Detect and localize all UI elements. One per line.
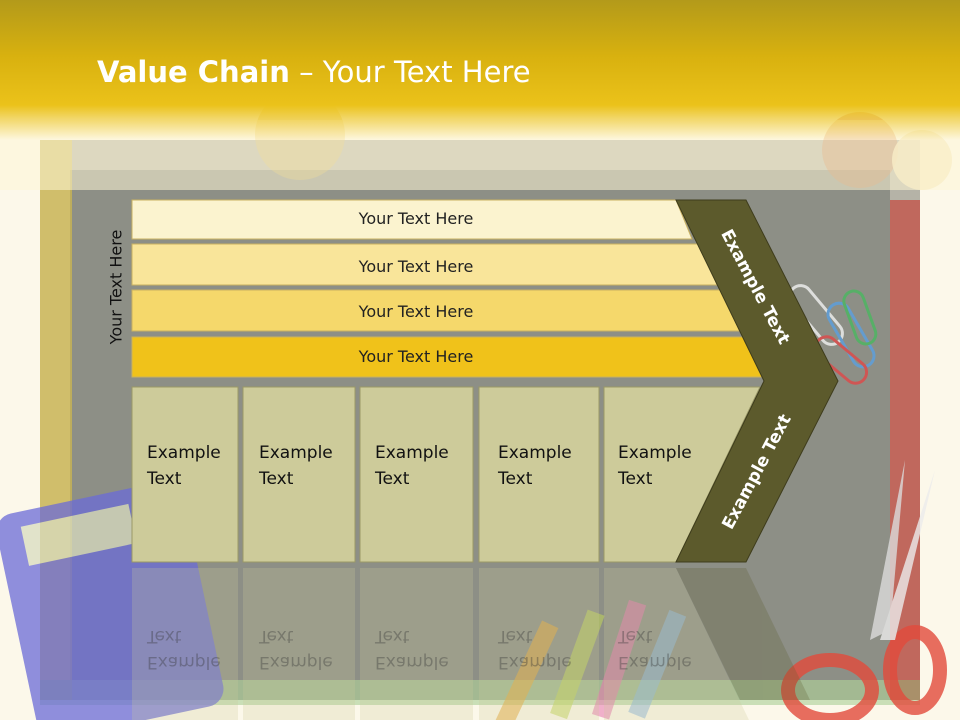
reflection-text-1: Example Text [147, 623, 221, 675]
column-reflection-4 [479, 568, 599, 720]
row-label-1: Your Text Here [358, 209, 474, 228]
reflection-1-line1: Example [147, 652, 221, 672]
reflection-text-4: Example Text [498, 623, 572, 675]
arrow-reflection [676, 568, 810, 700]
reflection-5-line2: Text [618, 626, 653, 646]
column-box-4 [478, 386, 600, 563]
column-4-line2: Text [498, 469, 533, 489]
scissors-graphic [781, 460, 947, 720]
reflection-4-line1: Example [498, 652, 572, 672]
reflection-2-line2: Text [259, 626, 294, 646]
column-box-2 [242, 386, 356, 563]
column-2-line2: Text [259, 469, 294, 489]
column-2-line1: Example [259, 443, 333, 463]
title-bar [0, 0, 960, 140]
reflection-4-line2: Text [498, 626, 533, 646]
column-1-line1: Example [147, 443, 221, 463]
title-rest: – Your Text Here [289, 55, 531, 89]
reflection-text-5: Example Text [618, 623, 692, 675]
column-box-3 [359, 386, 474, 563]
column-box-1 [131, 386, 239, 563]
chevron-arrow [675, 199, 839, 563]
crayons-graphic [495, 599, 687, 720]
column-reflection-2 [243, 568, 355, 720]
reflection-text-3: Example Text [375, 623, 449, 675]
row-label-3: Your Text Here [358, 302, 474, 321]
row-bar-1 [131, 199, 693, 240]
column-4-line1: Example [498, 443, 572, 463]
column-3-line1: Example [375, 443, 449, 463]
column-reflection-1 [132, 568, 238, 720]
reflection-5-line1: Example [618, 652, 692, 672]
page-title: Value Chain – Your Text Here [97, 55, 531, 89]
reflection-3-line2: Text [375, 626, 410, 646]
reflection-3-line1: Example [375, 652, 449, 672]
reflection-1-line2: Text [147, 626, 182, 646]
column-3-line2: Text [375, 469, 410, 489]
reflection-text-2: Example Text [259, 623, 333, 675]
reflection: Example Text Example Text Example Text Exam… [0, 565, 960, 720]
row-label-4: Your Text Here [358, 347, 474, 366]
column-1-line2: Text [147, 469, 182, 489]
reflection-2-line1: Example [259, 652, 333, 672]
column-5-line2: Text [618, 469, 653, 489]
row-label-2: Your Text Here [358, 257, 474, 276]
column-5-line1: Example [618, 443, 692, 463]
title-bold: Value Chain [97, 55, 290, 89]
column-reflection-5 [604, 568, 749, 720]
row-bars [131, 199, 765, 378]
column-reflection-3 [360, 568, 473, 720]
